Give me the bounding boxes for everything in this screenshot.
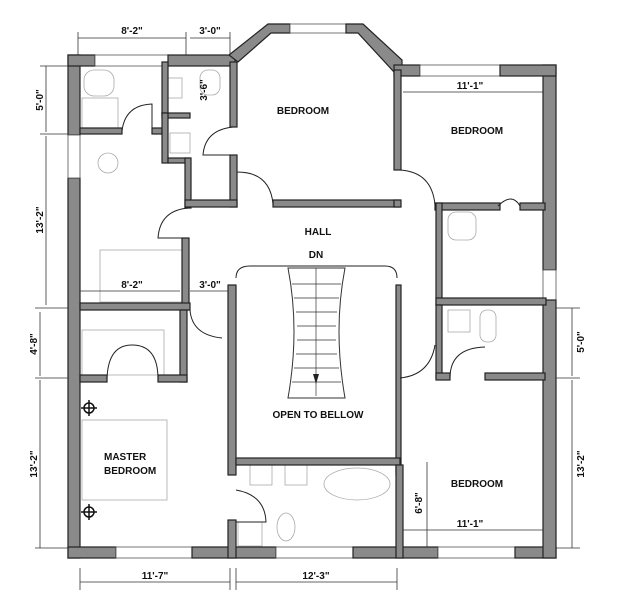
room-label-bedroom: BEDROOM [451,479,503,490]
bathtub-icon [99,249,183,303]
arrow-down-icon [313,374,319,384]
bed-icon [81,419,168,501]
dimension-label: 11'-1" [457,519,484,530]
sink-icon [447,309,471,333]
room-label-open-to-below: OPEN TO BELLOW [273,410,364,421]
dimension-label: 13'-2" [29,450,40,477]
toilet-icon [97,152,119,174]
sink-icon [249,464,273,486]
dimension-label: 11'-7" [142,571,169,582]
toilet-icon [479,309,497,343]
dimension-label: 3'-6" [199,79,210,101]
dimension-lines [35,32,580,590]
toilet-icon [199,69,221,96]
toilet-icon [83,69,115,97]
shower-icon [237,521,263,547]
closet-icon [81,329,165,376]
fixtures [81,69,497,547]
sink-icon [169,132,191,154]
doors [106,103,521,523]
dimension-label: 5'-0" [576,331,587,353]
dimension-label: 12'-3" [302,571,329,582]
toilet-icon [447,211,477,241]
dimension-label: 4'-8" [29,333,40,355]
bathtub-icon [323,467,391,501]
toilet-icon [276,512,296,542]
dimension-label: 13'-2" [35,206,46,233]
room-label-master-bedroom: BEDROOM [104,466,156,477]
dimension-label: 6'-8" [414,492,425,514]
dimension-label: 3'-0" [199,280,221,291]
room-label-bedroom: BEDROOM [451,126,503,137]
dimension-label: 3'-0" [199,26,221,37]
dimension-label: 13'-2" [576,450,587,477]
shower-icon [81,97,119,129]
room-label-bedroom: BEDROOM [277,106,329,117]
ceiling-light-icon [81,400,97,520]
stair-direction-label: DN [309,250,323,261]
room-label-master: MASTER [104,452,147,463]
dimension-label: 8'-2" [121,280,143,291]
dimension-label: 5'-0" [35,89,46,111]
walls [67,23,557,559]
sink-icon [284,464,308,486]
staircase [235,265,398,399]
dimension-label: 11'-1" [457,81,484,92]
room-label-hall: HALL [305,227,332,238]
dimension-label: 8'-2" [121,26,143,37]
